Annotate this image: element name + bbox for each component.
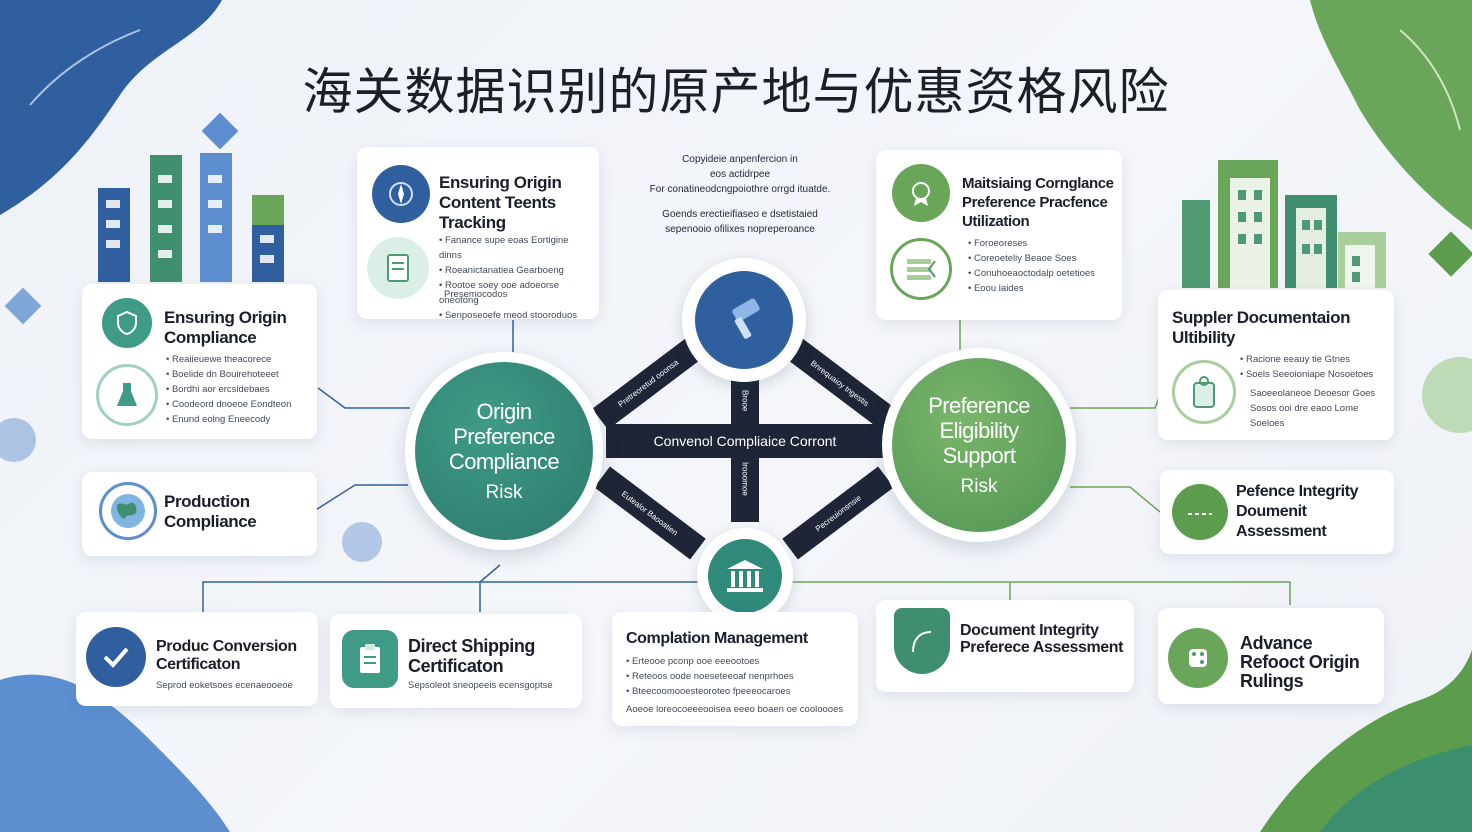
- origin-preference-hub: Origin Preference Compliance Risk: [405, 352, 603, 550]
- bullet: Enund eolng Eneecody: [166, 412, 311, 427]
- card-product-conversion: Produc Conversion Certificaton Seprod eo…: [76, 612, 318, 706]
- bullet: Reteoos oode noeseteeoaf nenprhoes: [626, 669, 854, 684]
- top-note-line: For conatineodcngpoiothre orrgd ituatde.: [649, 184, 831, 195]
- hub-line: Compliance: [448, 448, 560, 474]
- dice-icon: [1168, 628, 1228, 688]
- badge-icon: [892, 164, 950, 222]
- vertical-band-label: Brooe: [740, 390, 750, 412]
- card-notes: Saoeeolaneoe Deoesor Goes Sosos ooi dre …: [1250, 386, 1390, 431]
- bullet: Eoou laides: [968, 281, 1118, 296]
- note: Sosos ooi dre eaoo Lome: [1250, 403, 1359, 414]
- card-document-integrity: Document Integrity Preferece Assessment: [876, 600, 1134, 692]
- bullet: Erteooe pconp ooe eeeootoes: [626, 654, 854, 669]
- card-bullets: Erteooe pconp ooe eeeootoes Reteoos oode…: [626, 654, 854, 699]
- card-advance-rulings: Advance Refooct Origin Rulings: [1158, 608, 1384, 704]
- card-footer: Presemocodos: [444, 289, 508, 300]
- bullet: Bordhi aor ercsidebaes: [166, 382, 311, 397]
- top-note-line: Copyideie anpenfercion in: [682, 154, 798, 165]
- card-direct-shipping: Direct Shipping Certificaton Sepsoleot s…: [330, 614, 582, 708]
- card-title: Produc Conversion Certificaton: [156, 638, 297, 673]
- bullet: Boelide dn Bouirehoteeet: [166, 367, 311, 382]
- preference-eligibility-hub: Preference Eligibility Support Risk: [882, 348, 1076, 542]
- card-title: Document Integrity Preferece Assessment: [960, 622, 1124, 656]
- note: Saoeeolaneoe Deoesor Goes: [1250, 388, 1376, 399]
- bullet: Coreoeteliy Beaoe Soes: [968, 251, 1118, 266]
- document-icon: [367, 237, 429, 299]
- center-band-label: Convenol Compliaice Corront: [653, 433, 837, 449]
- top-note-line: Goends erectieifiaseo e dsetistaied: [662, 209, 818, 220]
- card-compliation-management: Complation Management Erteooe pconp ooe …: [612, 612, 858, 726]
- center-band: Convenol Compliaice Corront: [606, 424, 884, 458]
- card-title: Ensuring Origin Content Teents Tracking: [439, 173, 562, 232]
- bullet: Rootoe soey ooe adoeorse oneotong: [439, 278, 589, 308]
- shield-icon: [102, 298, 152, 348]
- bullet: Conuhoeaoctodalp oetetioes: [968, 266, 1118, 281]
- card-bullets: Foroeoreses Coreoeteliy Beaoe Soes Conuh…: [968, 236, 1118, 296]
- bullet: Racione eeauy tie Gtnes: [1240, 352, 1390, 367]
- card-sub: Seprod eoketsoes ecenaeooeoe: [156, 680, 293, 691]
- shield-outline-icon: [894, 608, 950, 674]
- list-icon: [890, 238, 952, 300]
- card-bullets: Reaiieuewe theacorece Boelide dn Bouireh…: [166, 352, 311, 427]
- bullet: Reaiieuewe theacorece: [166, 352, 311, 367]
- card-supplier-documentation: Suppler Documentaion Ultibility Racione …: [1158, 290, 1394, 440]
- hub-line: Origin: [476, 398, 532, 424]
- bullet: Coodeord dnoeoe Eondteon: [166, 397, 311, 412]
- card-title: Ensuring Origin Compliance: [164, 308, 287, 347]
- card-preference-integrity: Pefence Integrity Doumenit Assessment: [1160, 470, 1394, 554]
- card-origin-compliance: Ensuring Origin Compliance Reaiieuewe th…: [82, 284, 317, 439]
- top-note: Copyideie anpenfercion in eos actidrpee …: [600, 152, 880, 237]
- card-bullets: Racione eeauy tie Gtnes Soels Seeoioniap…: [1240, 352, 1390, 382]
- key-tag-icon: [1172, 360, 1236, 424]
- card-maintaining-compliance: Maitsiaing Cornglance Preference Pracfen…: [876, 150, 1122, 320]
- top-note-line: sepenooio ofilixes nopreperoance: [665, 224, 815, 235]
- hub-risk-label: Risk: [960, 475, 998, 497]
- card-title: Production Compliance: [164, 492, 257, 531]
- page-title: 海关数据识别的原产地与优惠资格风险: [302, 63, 1170, 121]
- card-bullets: Fanance supe eoas Eortigine dinns Roeani…: [439, 233, 589, 323]
- card-title: Suppler Documentaion Ultibility: [1172, 308, 1351, 347]
- card-title: Advance Refooct Origin Rulings: [1240, 633, 1360, 691]
- card-footer: Aoeoe loreocoeeeooisea eeeo boaen oe coo…: [626, 704, 844, 715]
- building-columns-icon: [727, 560, 763, 592]
- card-title: Complation Management: [626, 630, 808, 647]
- bullet: Foroeoreses: [968, 236, 1118, 251]
- hub-line: Preference: [453, 423, 555, 449]
- top-hub-icon-circle: [682, 258, 806, 382]
- vertical-band-label: Irooomoe: [740, 462, 750, 496]
- card-sub: Sepsoleot sneopeeis ecensgoptse: [408, 680, 553, 691]
- note: Soeloes: [1250, 418, 1285, 429]
- top-note-line: eos actidrpee: [709, 169, 771, 180]
- card-title: Pefence Integrity Doumenit Assessment: [1236, 483, 1359, 540]
- hub-line: Eligibility: [939, 417, 1020, 443]
- card-origin-tracking: Ensuring Origin Content Teents Tracking …: [357, 147, 599, 321]
- compass-icon: [372, 165, 430, 223]
- card-production-compliance: Production Compliance: [82, 472, 317, 556]
- bullet: Roeanictanatiea Gearboeng: [439, 263, 589, 278]
- hub-risk-label: Risk: [485, 481, 523, 503]
- card-title: Direct Shipping Certificaton: [408, 636, 536, 676]
- clipboard-icon: [342, 630, 398, 688]
- bullet: Bteecoomooesteoroteo fpeeeocaroes: [626, 684, 854, 699]
- gavel-icon: [732, 298, 760, 339]
- bullet: Soels Seeoioniape Nosoetoes: [1240, 367, 1390, 382]
- bottom-hub-icon-circle: [697, 528, 793, 624]
- hub-line: Support: [942, 442, 1016, 468]
- dashed-lines-icon: [1172, 484, 1228, 540]
- card-title: Maitsiaing Cornglance Preference Pracfen…: [962, 175, 1114, 230]
- bullet: Fanance supe eoas Eortigine dinns: [439, 233, 589, 263]
- globe-icon: [99, 482, 157, 540]
- checkmark-icon: [86, 627, 146, 687]
- hub-line: Preference: [928, 392, 1030, 418]
- bullet: Senposeoefe meod stooroduos: [439, 308, 589, 323]
- flask-icon: [96, 364, 158, 426]
